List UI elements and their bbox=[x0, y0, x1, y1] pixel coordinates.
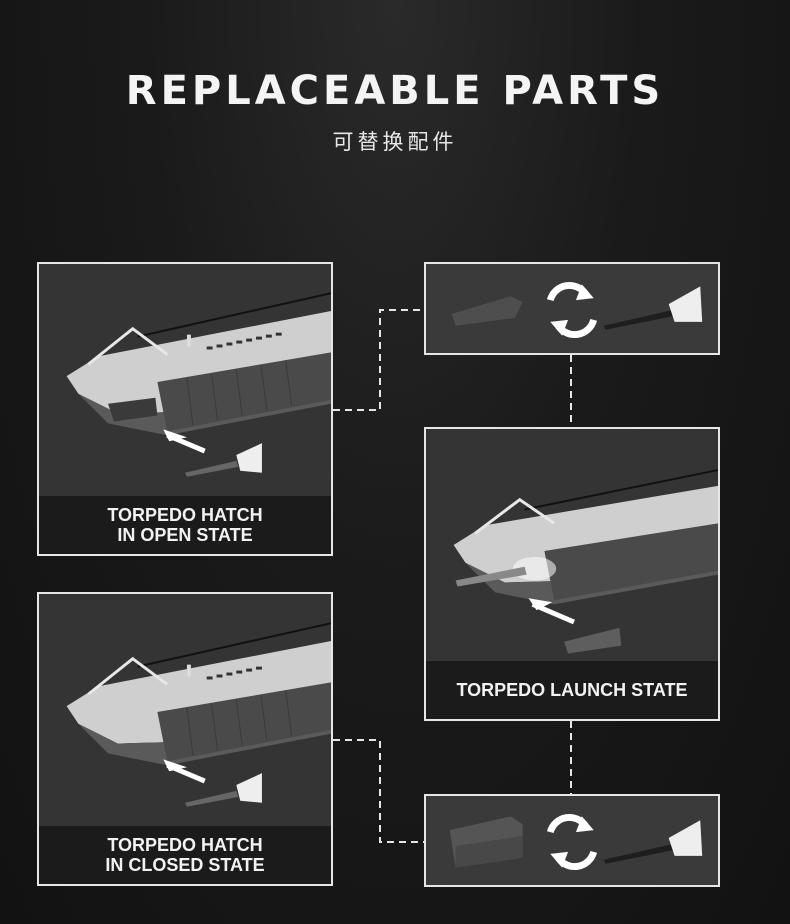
swap-parts-illustration bbox=[426, 796, 718, 885]
torpedo-icon bbox=[603, 286, 703, 330]
submarine-bow-illustration bbox=[39, 595, 331, 829]
panel-launch-state: TORPEDO LAUNCH STATE bbox=[424, 427, 720, 721]
swap-parts-illustration bbox=[426, 264, 718, 353]
panel-hatch-closed: TORPEDO HATCH IN CLOSED STATE bbox=[37, 592, 333, 886]
caption-launch-state: TORPEDO LAUNCH STATE bbox=[426, 661, 718, 719]
torpedo-icon bbox=[185, 773, 262, 807]
panel-swap-parts-top bbox=[424, 262, 720, 355]
caption-hatch-closed: TORPEDO HATCH IN CLOSED STATE bbox=[39, 826, 331, 884]
torpedo-icon bbox=[185, 443, 262, 477]
swap-arrows-icon bbox=[546, 282, 598, 338]
panel-swap-parts-bottom bbox=[424, 794, 720, 887]
submarine-bow-illustration bbox=[426, 430, 718, 664]
caption-hatch-open: TORPEDO HATCH IN OPEN STATE bbox=[39, 496, 331, 554]
submarine-bow-illustration bbox=[39, 265, 331, 499]
page-title: REPLACEABLE PARTS bbox=[125, 68, 665, 114]
swap-arrows-icon bbox=[546, 814, 598, 870]
panel-hatch-open: TORPEDO HATCH IN OPEN STATE bbox=[37, 262, 333, 556]
torpedo-icon bbox=[603, 820, 703, 864]
page-subtitle: 可替换配件 bbox=[332, 130, 458, 154]
